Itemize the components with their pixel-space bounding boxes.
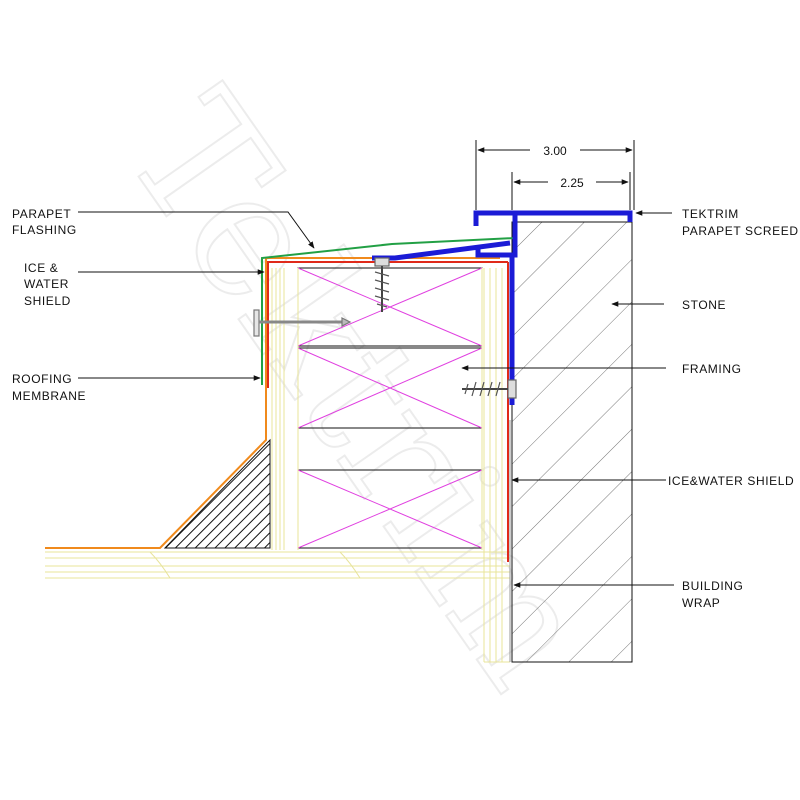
svg-text:WATER: WATER xyxy=(24,277,69,291)
dimension-inner xyxy=(511,172,631,210)
dimension-overall-value: 3.00 xyxy=(543,144,567,158)
svg-text:ROOFING: ROOFING xyxy=(12,372,72,386)
label-framing: FRAMING xyxy=(682,362,742,376)
label-parapet-flashing: PARAPET FLASHING xyxy=(12,207,77,237)
label-ice-water-shield-left: ICE & WATER SHIELD xyxy=(24,261,71,308)
svg-text:WRAP: WRAP xyxy=(682,596,720,610)
label-roofing-membrane: ROOFING MEMBRANE xyxy=(12,372,86,403)
label-tektrim-screed: TEKTRIM PARAPET SCREED xyxy=(682,207,799,238)
roofing-membrane xyxy=(45,257,500,549)
leaders xyxy=(78,210,674,588)
svg-text:MEMBRANE: MEMBRANE xyxy=(12,389,86,403)
dimension-inner-value: 2.25 xyxy=(560,176,584,190)
cant-strip xyxy=(163,438,271,549)
screw-top xyxy=(374,257,390,312)
svg-text:FLASHING: FLASHING xyxy=(12,223,77,237)
roof-deck xyxy=(45,551,510,579)
ice-water-shield xyxy=(267,261,509,562)
svg-text:SHIELD: SHIELD xyxy=(24,294,71,308)
label-ice-water-shield-right: ICE&WATER SHIELD xyxy=(668,474,794,488)
svg-text:TEKTRIM: TEKTRIM xyxy=(682,207,739,221)
wall-sheathing xyxy=(271,268,510,663)
svg-text:PARAPET SCREED: PARAPET SCREED xyxy=(682,224,799,238)
svg-text:BUILDING: BUILDING xyxy=(682,579,743,593)
screw-screed xyxy=(462,379,517,399)
nail-flashing xyxy=(253,309,352,337)
svg-text:ICE &: ICE & xyxy=(24,261,58,275)
label-stone: STONE xyxy=(682,298,726,312)
svg-text:PARAPET: PARAPET xyxy=(12,207,71,221)
label-building-wrap: BUILDING WRAP xyxy=(682,579,743,610)
stone-cladding xyxy=(511,221,633,663)
dimension-overall xyxy=(475,140,635,210)
